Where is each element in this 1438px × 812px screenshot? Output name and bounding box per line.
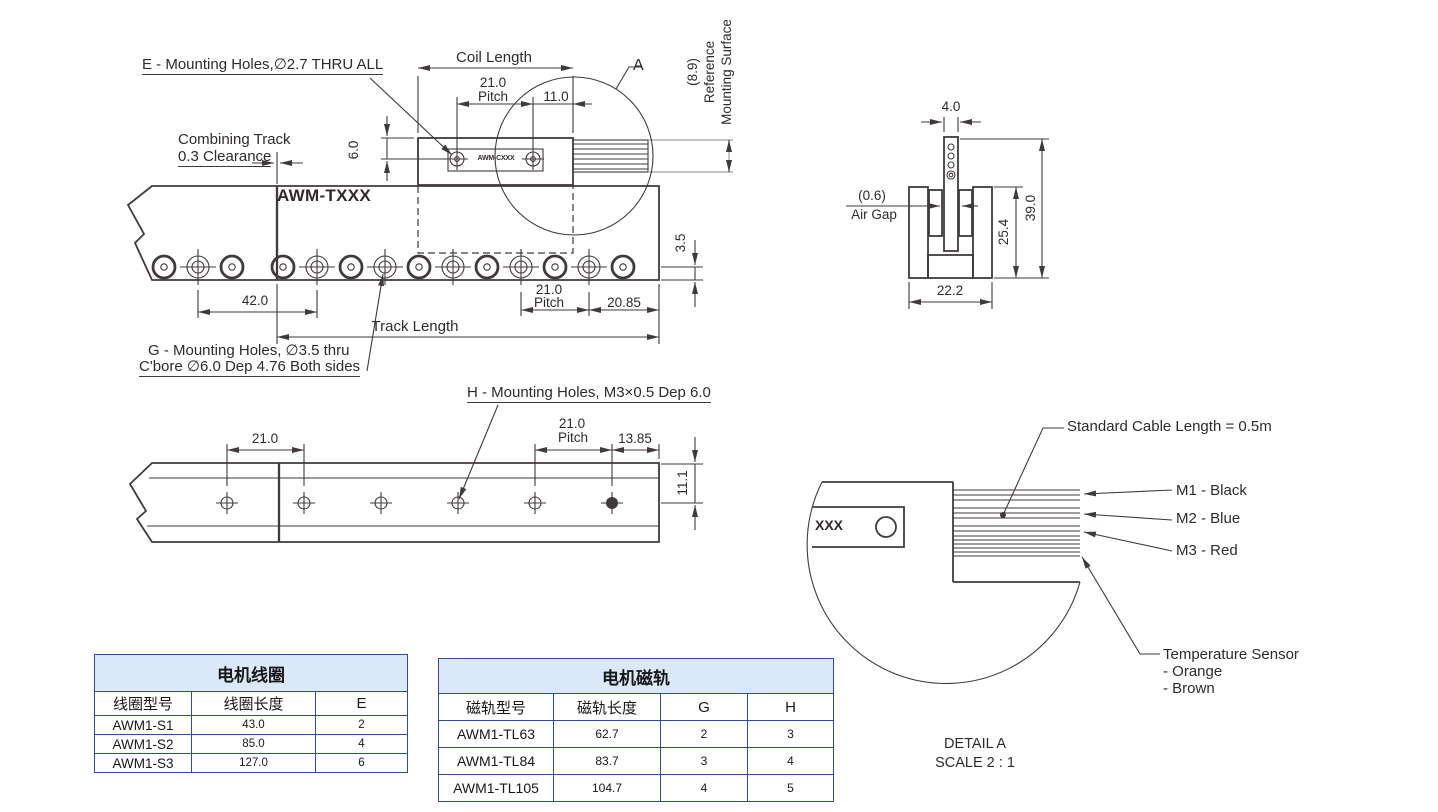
track-length-cell: 62.7 [553, 720, 661, 748]
g-mounting-holes-label-1: G - Mounting Holes, ∅3.5 thru [148, 342, 350, 359]
coil-top-view [417, 66, 733, 236]
m3-red-label: M3 - Red [1176, 542, 1238, 559]
track-side-view [128, 404, 703, 543]
dim-13-85: 13.85 [618, 431, 652, 446]
track-h-cell: 4 [747, 747, 834, 775]
track-table-row: AWM1-TL105 104.7 4 5 [438, 774, 834, 802]
coil-col-header: E [315, 691, 408, 716]
reference-mounting-surface-label: (8.9) Reference Mounting Surface [684, 6, 736, 138]
track-model-cell: AWM1-TL105 [438, 774, 554, 802]
temp-line1: Temperature Sensor [1163, 646, 1299, 663]
track-pitch-word: Pitch [533, 295, 564, 310]
side-pitch-word: Pitch [557, 430, 588, 445]
ref-dim-8-9: (8.9) [685, 58, 700, 86]
track-model-label: AWM-TXXX [277, 186, 372, 205]
detail-a-view [806, 427, 1173, 685]
track-table-title: 电机磁轨 [438, 658, 834, 694]
track-top-view [126, 185, 660, 286]
track-col-header: 磁轨长度 [553, 693, 661, 721]
dim-11: 11.0 [543, 89, 569, 104]
ref-line1: Reference [702, 40, 717, 104]
top-view-dimensions [197, 65, 732, 372]
dim-6: 6.0 [346, 140, 361, 160]
coil-table-row: AWM1-S1 43.0 2 [94, 715, 408, 735]
coil-model-label: AWM-CXXX [477, 155, 515, 162]
coil-table-row: AWM1-S2 85.0 4 [94, 734, 408, 754]
dim-3-5: 3.5 [673, 233, 688, 253]
detail-a-letter: A [633, 57, 644, 74]
dim-11-1: 11.1 [675, 470, 690, 496]
detail-a-title: DETAIL A [943, 736, 1007, 752]
temp-line3: - Brown [1163, 680, 1215, 697]
ref-line2: Mounting Surface [719, 19, 734, 125]
dim-20-85: 20.85 [607, 295, 641, 310]
dim-21-left: 21.0 [251, 431, 279, 446]
air-gap-value: (0.6) [858, 188, 886, 203]
track-length-cell: 83.7 [553, 747, 661, 775]
coil-table-row: AWM1-S3 127.0 6 [94, 753, 408, 773]
coil-length-cell: 127.0 [191, 753, 316, 773]
dim-39: 39.0 [1023, 194, 1038, 222]
coil-model-cell: AWM1-S3 [94, 753, 192, 773]
track-model-cell: AWM1-TL84 [438, 747, 554, 775]
track-col-header: G [660, 693, 748, 721]
coil-length-label: Coil Length [456, 49, 532, 66]
combining-clearance-label: 0.3 Clearance [178, 148, 272, 167]
dim-4: 4.0 [941, 99, 961, 114]
motor-coil-table: 电机线圈 线圈型号 线圈长度 E AWM1-S1 43.0 2 AWM1-S2 … [94, 654, 408, 773]
track-g-cell: 4 [660, 774, 748, 802]
coil-table-title: 电机线圈 [94, 654, 408, 692]
coil-pitch-word: Pitch [477, 89, 508, 104]
track-table-row: AWM1-TL84 83.7 3 4 [438, 747, 834, 775]
track-model-cell: AWM1-TL63 [438, 720, 554, 748]
track-g-cell: 3 [660, 747, 748, 775]
side-pitch-value: 21.0 [558, 416, 586, 431]
coil-col-header: 线圈型号 [94, 691, 192, 716]
track-pitch-value: 21.0 [535, 282, 563, 297]
track-h-cell: 5 [747, 774, 834, 802]
motor-track-table: 电机磁轨 磁轨型号 磁轨长度 G H AWM1-TL63 62.7 2 3 AW… [438, 658, 834, 802]
g-mounting-holes-label-2: C'bore ∅6.0 Dep 4.76 Both sides [139, 358, 361, 377]
coil-e-cell: 6 [315, 753, 408, 773]
dim-22-2: 22.2 [936, 283, 964, 298]
coil-model-cell: AWM1-S1 [94, 715, 192, 735]
coil-model-cell: AWM1-S2 [94, 734, 192, 754]
temp-line2: - Orange [1163, 663, 1223, 680]
h-mounting-holes-label: H - Mounting Holes, M3×0.5 Dep 6.0 [467, 384, 711, 403]
detail-coil-text: XXX [815, 517, 844, 533]
coil-length-cell: 85.0 [191, 734, 316, 754]
track-length-label: Track Length [371, 318, 459, 335]
dim-25-4: 25.4 [996, 218, 1011, 246]
m1-black-label: M1 - Black [1176, 482, 1247, 499]
combining-track-label: Combining Track [178, 131, 291, 148]
coil-pitch-value: 21.0 [479, 75, 507, 90]
detail-a-scale: SCALE 2 : 1 [935, 755, 1015, 771]
track-g-cell: 2 [660, 720, 748, 748]
coil-e-cell: 2 [315, 715, 408, 735]
cable-length-label: Standard Cable Length = 0.5m [1067, 418, 1272, 435]
coil-col-header: 线圈长度 [191, 691, 316, 716]
e-mounting-holes-label: E - Mounting Holes,∅2.7 THRU ALL [142, 56, 384, 75]
coil-e-cell: 4 [315, 734, 408, 754]
m2-blue-label: M2 - Blue [1176, 510, 1241, 527]
track-col-header: 磁轨型号 [438, 693, 554, 721]
dim-42: 42.0 [241, 293, 269, 308]
air-gap-label: Air Gap [851, 207, 897, 222]
track-h-cell: 3 [747, 720, 834, 748]
track-table-row: AWM1-TL63 62.7 2 3 [438, 720, 834, 748]
track-col-header: H [747, 693, 834, 721]
cross-section-view [846, 117, 1049, 309]
track-length-cell: 104.7 [553, 774, 661, 802]
temperature-sensor-label: Temperature Sensor - Orange - Brown [1163, 646, 1299, 697]
coil-length-cell: 43.0 [191, 715, 316, 735]
